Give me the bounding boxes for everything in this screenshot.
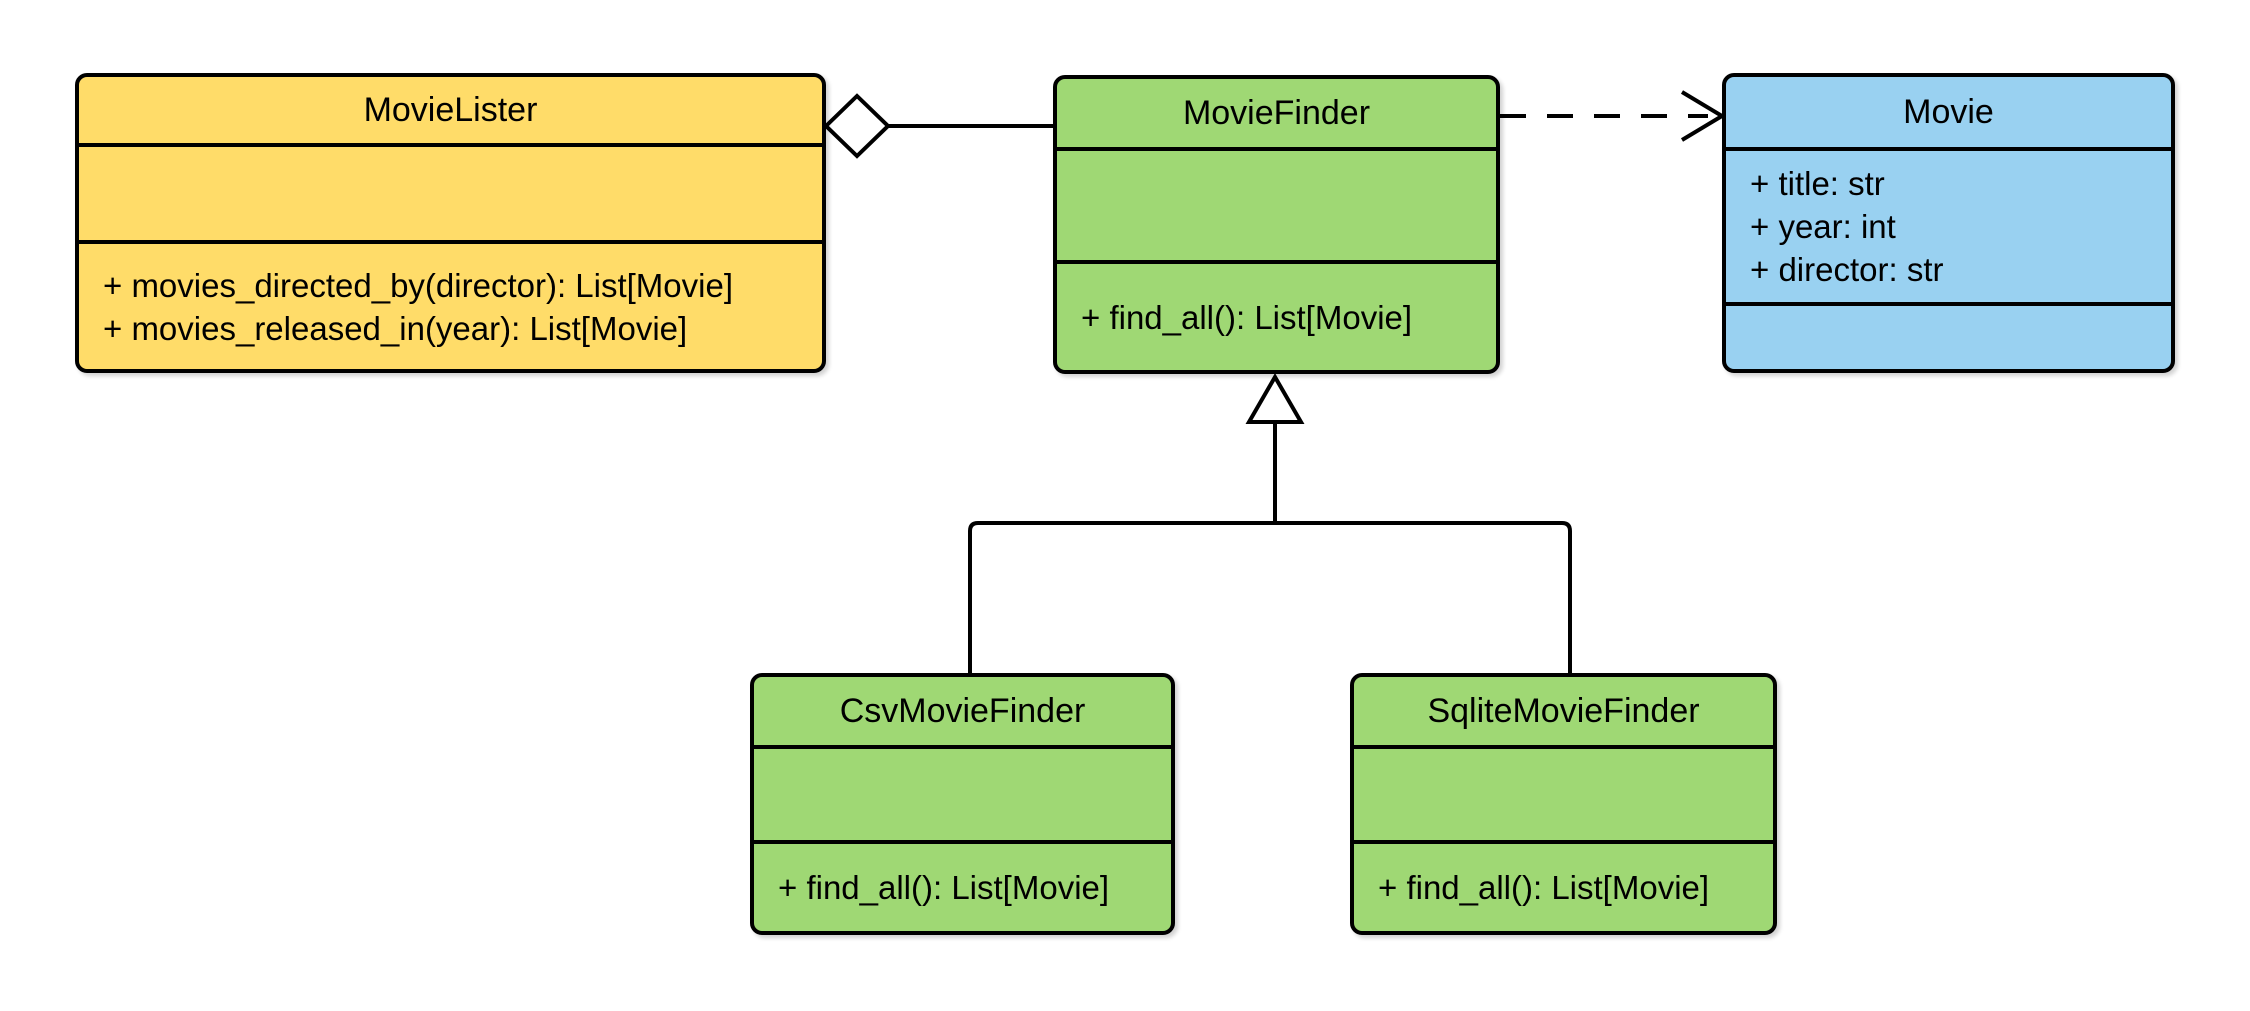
- attribute-director: + director: str: [1750, 251, 1944, 288]
- class-attributes-csvmoviefinder: [754, 745, 1171, 840]
- class-methods-sqlitemoviefinder: + find_all(): List[Movie]: [1354, 840, 1773, 931]
- class-title-csvmoviefinder: CsvMovieFinder: [839, 692, 1086, 730]
- class-methods-csvmoviefinder: + find_all(): List[Movie]: [754, 840, 1171, 931]
- class-attributes-movielister: [79, 143, 822, 240]
- class-title-moviefinder: MovieFinder: [1182, 94, 1371, 132]
- method-find-all-moviefinder: + find_all(): List[Movie]: [1081, 298, 1413, 336]
- class-title-movie: Movie: [1903, 93, 1994, 131]
- class-box-sqlitemoviefinder: SqliteMovieFinder + find_all(): List[Mov…: [1350, 673, 1777, 935]
- dependency-edge-moviefinder-movie: [1500, 90, 1726, 142]
- class-methods-moviefinder: + find_all(): List[Movie]: [1057, 260, 1496, 370]
- class-attributes-moviefinder: [1057, 147, 1496, 260]
- class-box-movielister: MovieLister + movies_directed_by(directo…: [75, 73, 826, 373]
- aggregation-edge-movielister-moviefinder: [823, 93, 1053, 159]
- method-movies-directed-by: + movies_directed_by(director): List[Mov…: [103, 266, 733, 304]
- class-methods-movielister: + movies_directed_by(director): List[Mov…: [79, 240, 822, 369]
- class-box-csvmoviefinder: CsvMovieFinder + find_all(): List[Movie]: [750, 673, 1175, 935]
- class-box-movie: Movie + title: str + year: int + directo…: [1722, 73, 2175, 373]
- class-title-movielister: MovieLister: [363, 91, 538, 129]
- method-find-all-csvmoviefinder: + find_all(): List[Movie]: [778, 869, 1110, 906]
- class-attributes-sqlitemoviefinder: [1354, 745, 1773, 840]
- class-title-sqlitemoviefinder: SqliteMovieFinder: [1427, 692, 1700, 730]
- method-movies-released-in: + movies_released_in(year): List[Movie]: [103, 309, 688, 347]
- class-box-moviefinder: MovieFinder + find_all(): List[Movie]: [1053, 75, 1500, 374]
- attribute-title: + title: str: [1750, 165, 1885, 202]
- class-methods-movie: [1726, 302, 2171, 369]
- class-attributes-movie: + title: str + year: int + director: str: [1726, 147, 2171, 302]
- aggregation-diamond-icon: [823, 93, 891, 159]
- inheritance-triangle-icon: [1245, 373, 1305, 424]
- attribute-year: + year: int: [1750, 208, 1896, 245]
- inheritance-branch-lines: [968, 521, 1572, 673]
- method-find-all-sqlitemoviefinder: + find_all(): List[Movie]: [1378, 869, 1710, 906]
- inheritance-edges: [968, 373, 1572, 673]
